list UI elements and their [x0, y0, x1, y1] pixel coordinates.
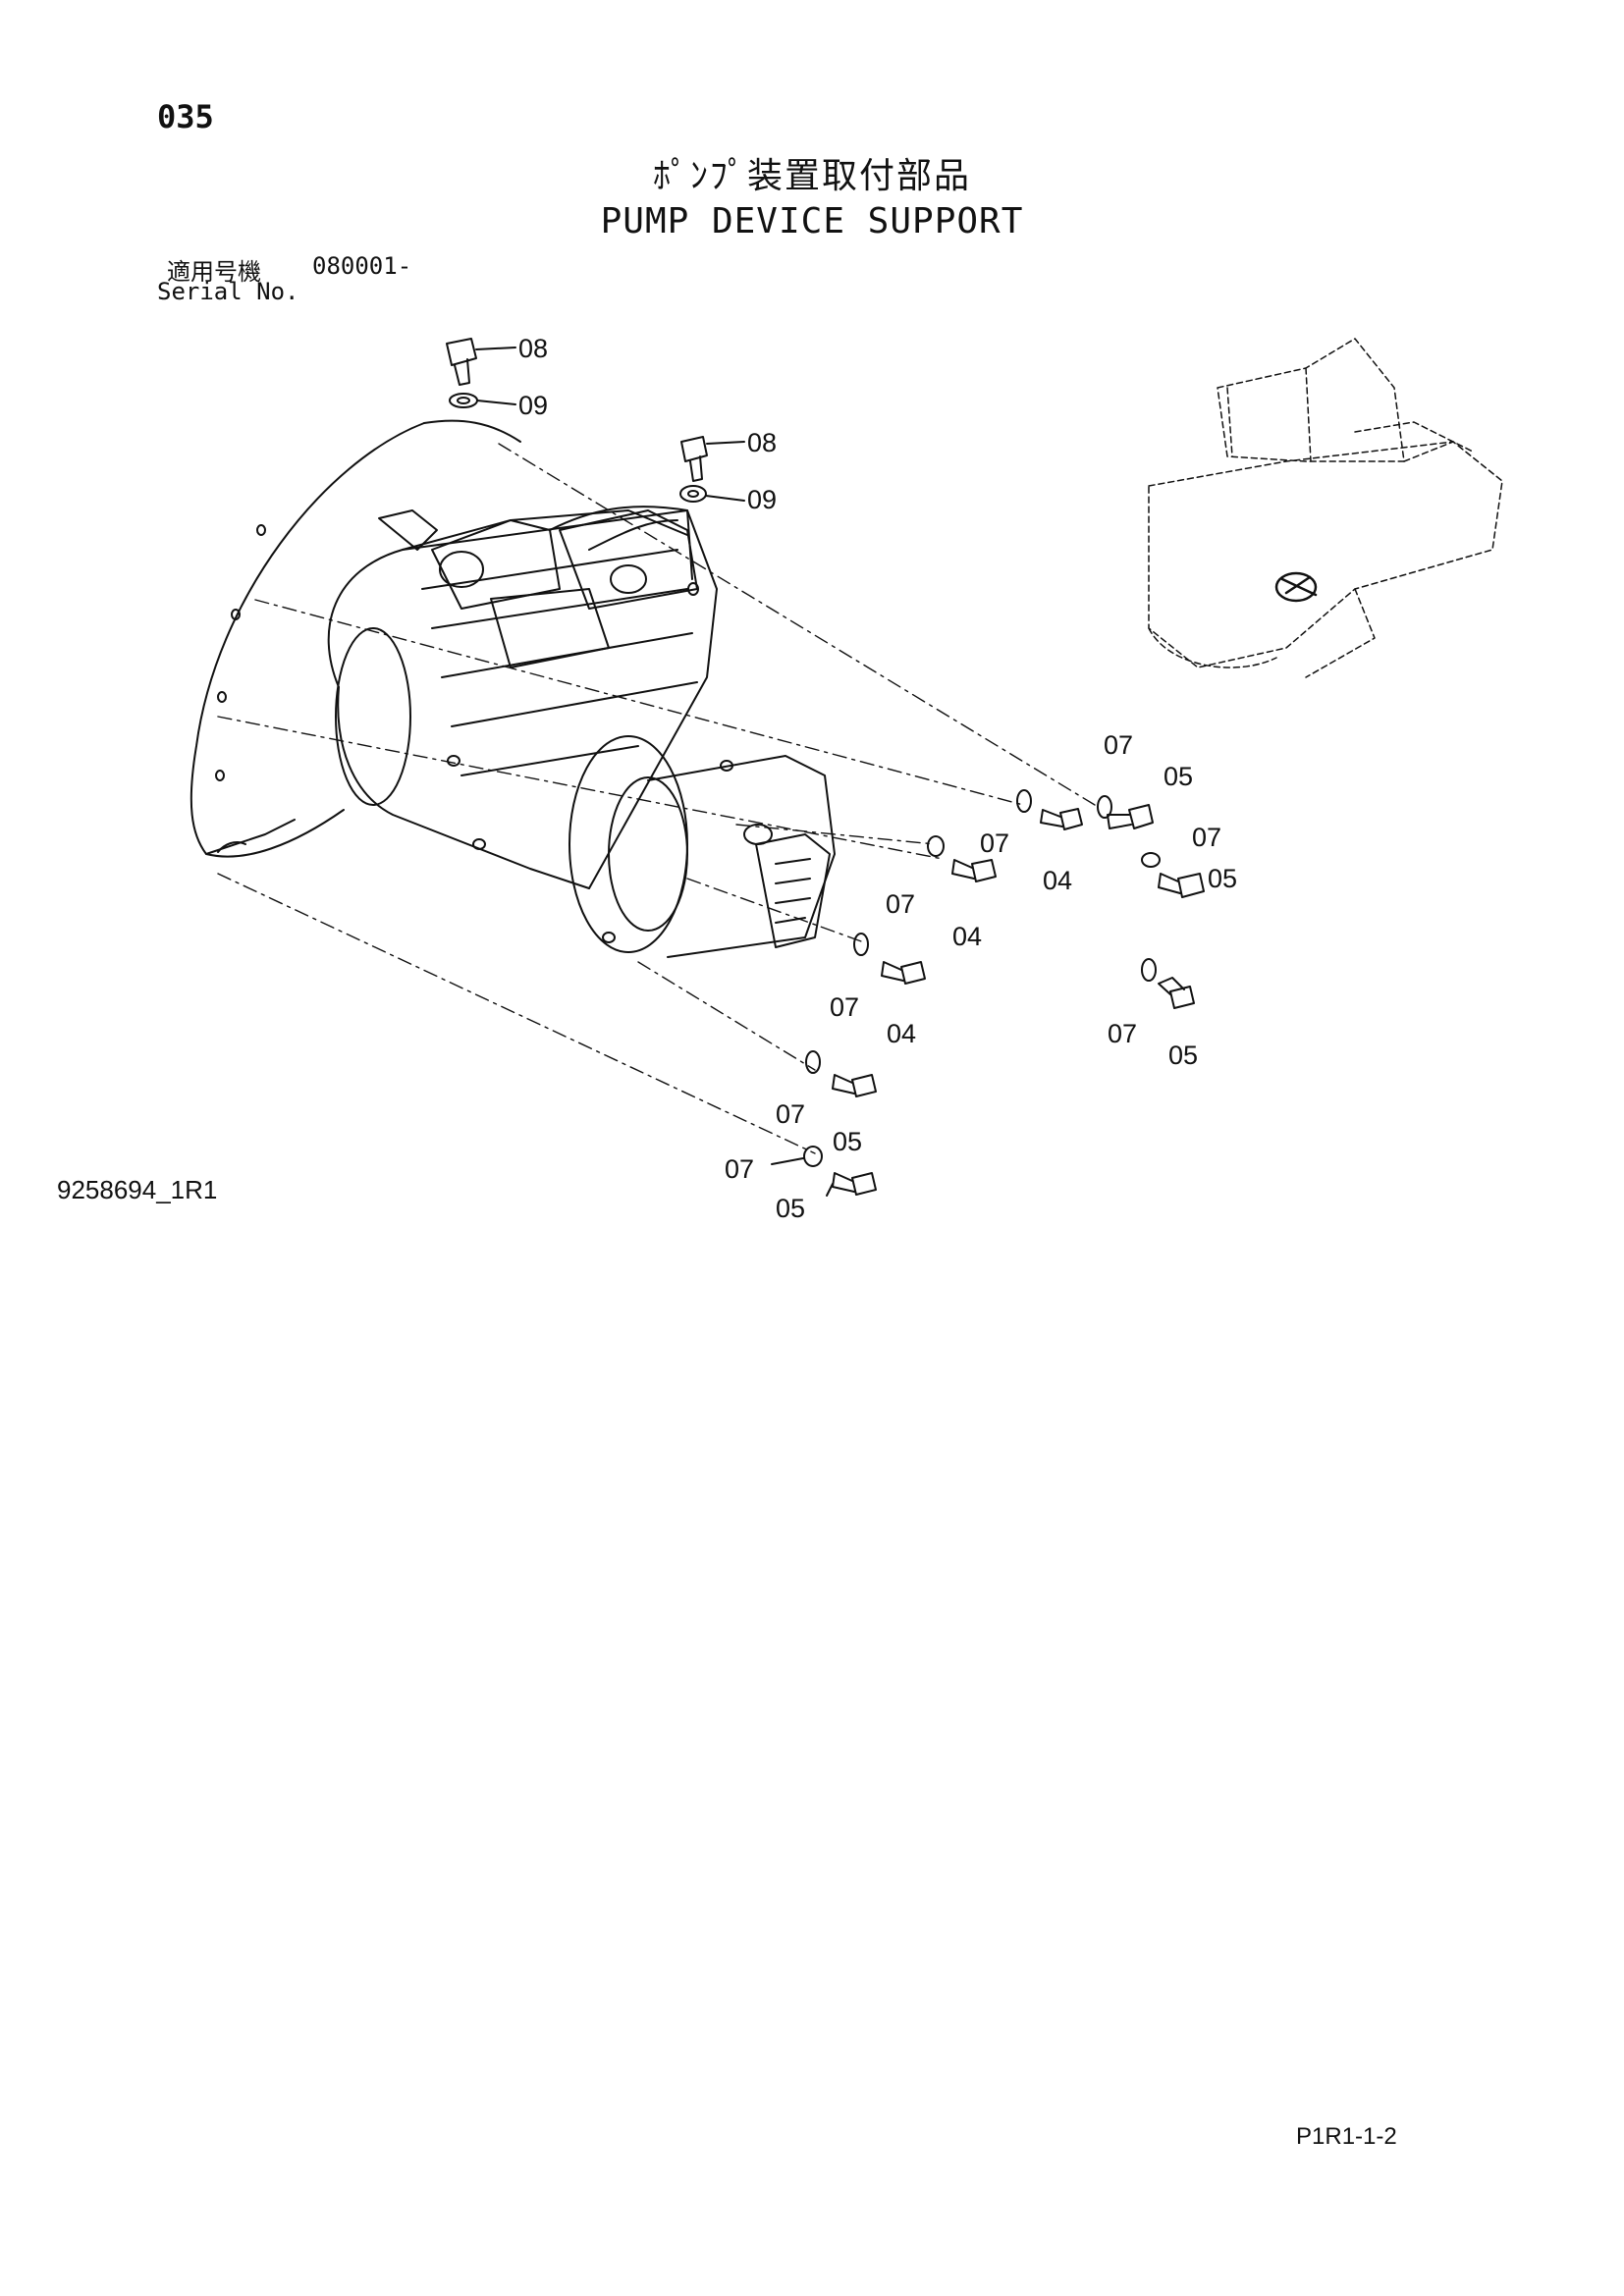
bolt-05-a	[1107, 804, 1154, 829]
title-japanese: ﾎﾟﾝﾌﾟ装置取付部品	[652, 156, 971, 196]
washer-07-c	[1141, 852, 1161, 868]
serial-label-japanese: 適用号機	[167, 258, 261, 286]
callout-05-d: 05	[833, 1127, 862, 1156]
mounting-flange	[189, 419, 521, 858]
pump-body	[327, 506, 836, 958]
bolt-04-a	[1040, 808, 1083, 830]
callout-05-c: 05	[1168, 1041, 1198, 1070]
callout-09-mid: 09	[747, 485, 777, 514]
washer-09-top	[449, 393, 516, 408]
washer-07-f	[1141, 958, 1157, 982]
parts-diagram: 08 09 08 09 07 05 07 04 07 05 07 04 07 0…	[189, 334, 1503, 1223]
machine-pump-highlight	[1274, 571, 1318, 603]
washer-07-h	[771, 1146, 823, 1167]
callout-07-a: 07	[1104, 730, 1133, 760]
serial-label-english: Serial No.	[157, 278, 299, 305]
callout-09-top: 09	[518, 391, 548, 420]
washer-07-a	[1097, 795, 1112, 819]
callout-04-b: 04	[952, 922, 982, 951]
bolt-08-top	[446, 338, 516, 386]
callout-07-h: 07	[725, 1154, 754, 1184]
callout-04-c: 04	[887, 1019, 916, 1048]
bolt-05-b	[1158, 873, 1205, 898]
bolt-05-d	[832, 1074, 877, 1097]
callout-07-f: 07	[1108, 1019, 1137, 1048]
drawing-number: 9258694_1R1	[57, 1175, 218, 1204]
serial-value: 080001-	[312, 252, 412, 280]
callout-07-e: 07	[830, 992, 859, 1022]
washer-07-e	[853, 933, 869, 956]
washer-09-mid	[679, 485, 745, 503]
callout-05-a: 05	[1164, 762, 1193, 791]
callout-07-b: 07	[980, 828, 1009, 858]
page-reference: P1R1-1-2	[1296, 2123, 1397, 2150]
callout-04-a: 04	[1043, 866, 1072, 895]
bolt-04-c	[881, 961, 926, 985]
callout-07-c: 07	[1192, 823, 1221, 852]
bolt-08-mid	[680, 436, 745, 482]
callout-07-g: 07	[776, 1099, 805, 1129]
bolt-05-e	[826, 1172, 877, 1197]
page-number: 035	[157, 98, 214, 135]
callout-labels: 08 09 08 09 07 05 07 04 07 05 07 04 07 0…	[518, 334, 1237, 1223]
callout-08-top: 08	[518, 334, 548, 363]
assembly-guide-lines	[217, 443, 1096, 1154]
washer-07-d	[927, 835, 945, 857]
callout-05-b: 05	[1208, 864, 1237, 893]
washer-07-g	[805, 1050, 821, 1074]
callout-05-e: 05	[776, 1194, 805, 1223]
title-english: PUMP DEVICE SUPPORT	[600, 201, 1024, 241]
callout-08-mid: 08	[747, 428, 777, 457]
bolt-04-b	[951, 859, 997, 882]
washer-07-b	[1016, 789, 1032, 813]
machine-location-sketch	[1148, 338, 1503, 678]
callout-07-d: 07	[886, 889, 915, 919]
bolt-05-c	[1158, 977, 1195, 1009]
